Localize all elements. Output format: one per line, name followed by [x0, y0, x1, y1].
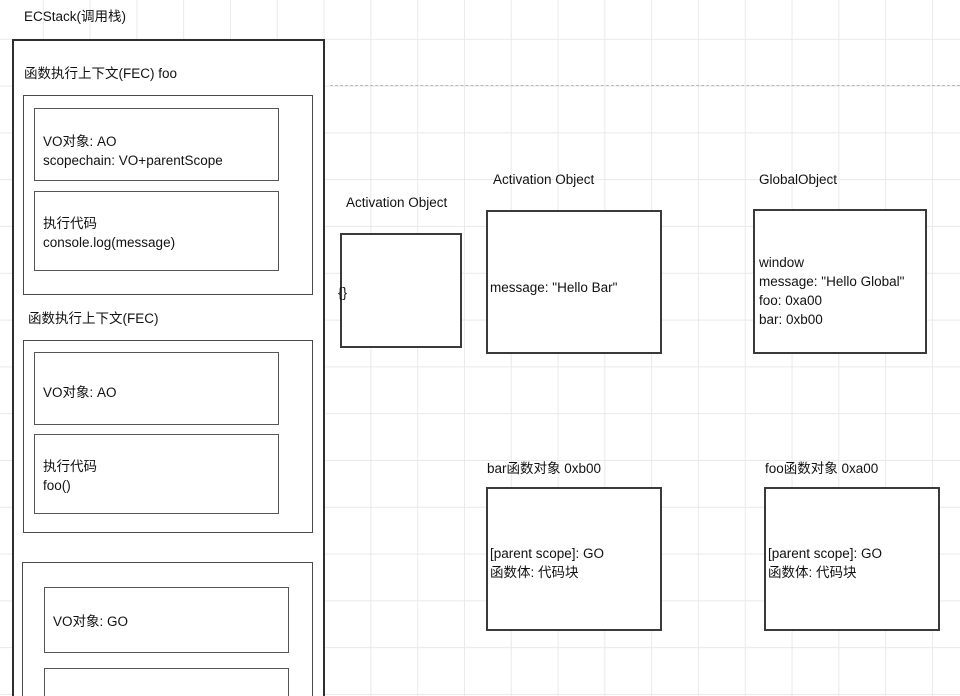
vo-box-gec: VO对象: GO: [44, 587, 289, 653]
vo-box-fec-foo-text: VO对象: AO scopechain: VO+parentScope: [43, 134, 223, 168]
code-box-fec-foo-text: 执行代码 console.log(message): [43, 216, 176, 250]
activation-bar-text: message: "Hello Bar": [490, 280, 618, 295]
code-box-fec-text: 执行代码 foo(): [43, 459, 97, 493]
vo-box-gec-text: VO对象: GO: [53, 614, 129, 629]
vo-box-fec-text: VO对象: AO: [43, 385, 117, 400]
activation-bar-label: Activation Object: [493, 172, 595, 187]
global-object-label: GlobalObject: [759, 172, 838, 187]
activation-empty-box: {}: [338, 233, 462, 348]
bar-function-box: [parent scope]: GO 函数体: 代码块: [486, 487, 662, 631]
foo-function-box: [parent scope]: GO 函数体: 代码块: [764, 487, 940, 631]
code-box-gec: [44, 668, 289, 696]
context-label-fec-foo: 函数执行上下文(FEC) foo: [24, 66, 178, 81]
activation-empty-label: Activation Object: [346, 195, 448, 210]
activation-empty-text: {}: [338, 285, 348, 300]
bar-function-label: bar函数对象 0xb00: [487, 461, 602, 476]
code-box-fec-foo: 执行代码 console.log(message): [34, 191, 279, 271]
bar-function-text: [parent scope]: GO 函数体: 代码块: [490, 546, 605, 580]
foo-function-label: foo函数对象 0xa00: [765, 461, 879, 476]
code-box-fec: 执行代码 foo(): [34, 434, 279, 514]
global-object-box: window message: "Hello Global" foo: 0xa0…: [753, 209, 927, 354]
dashed-guide-line: [330, 85, 960, 86]
vo-box-fec-foo: VO对象: AO scopechain: VO+parentScope: [34, 108, 279, 181]
vo-box-fec: VO对象: AO: [34, 352, 279, 425]
context-label-fec: 函数执行上下文(FEC): [28, 311, 159, 326]
global-object-text: window message: "Hello Global" foo: 0xa0…: [759, 255, 905, 327]
foo-function-text: [parent scope]: GO 函数体: 代码块: [768, 546, 883, 580]
ecstack-title: ECStack(调用栈): [24, 9, 127, 24]
activation-bar-box: message: "Hello Bar": [486, 210, 662, 354]
